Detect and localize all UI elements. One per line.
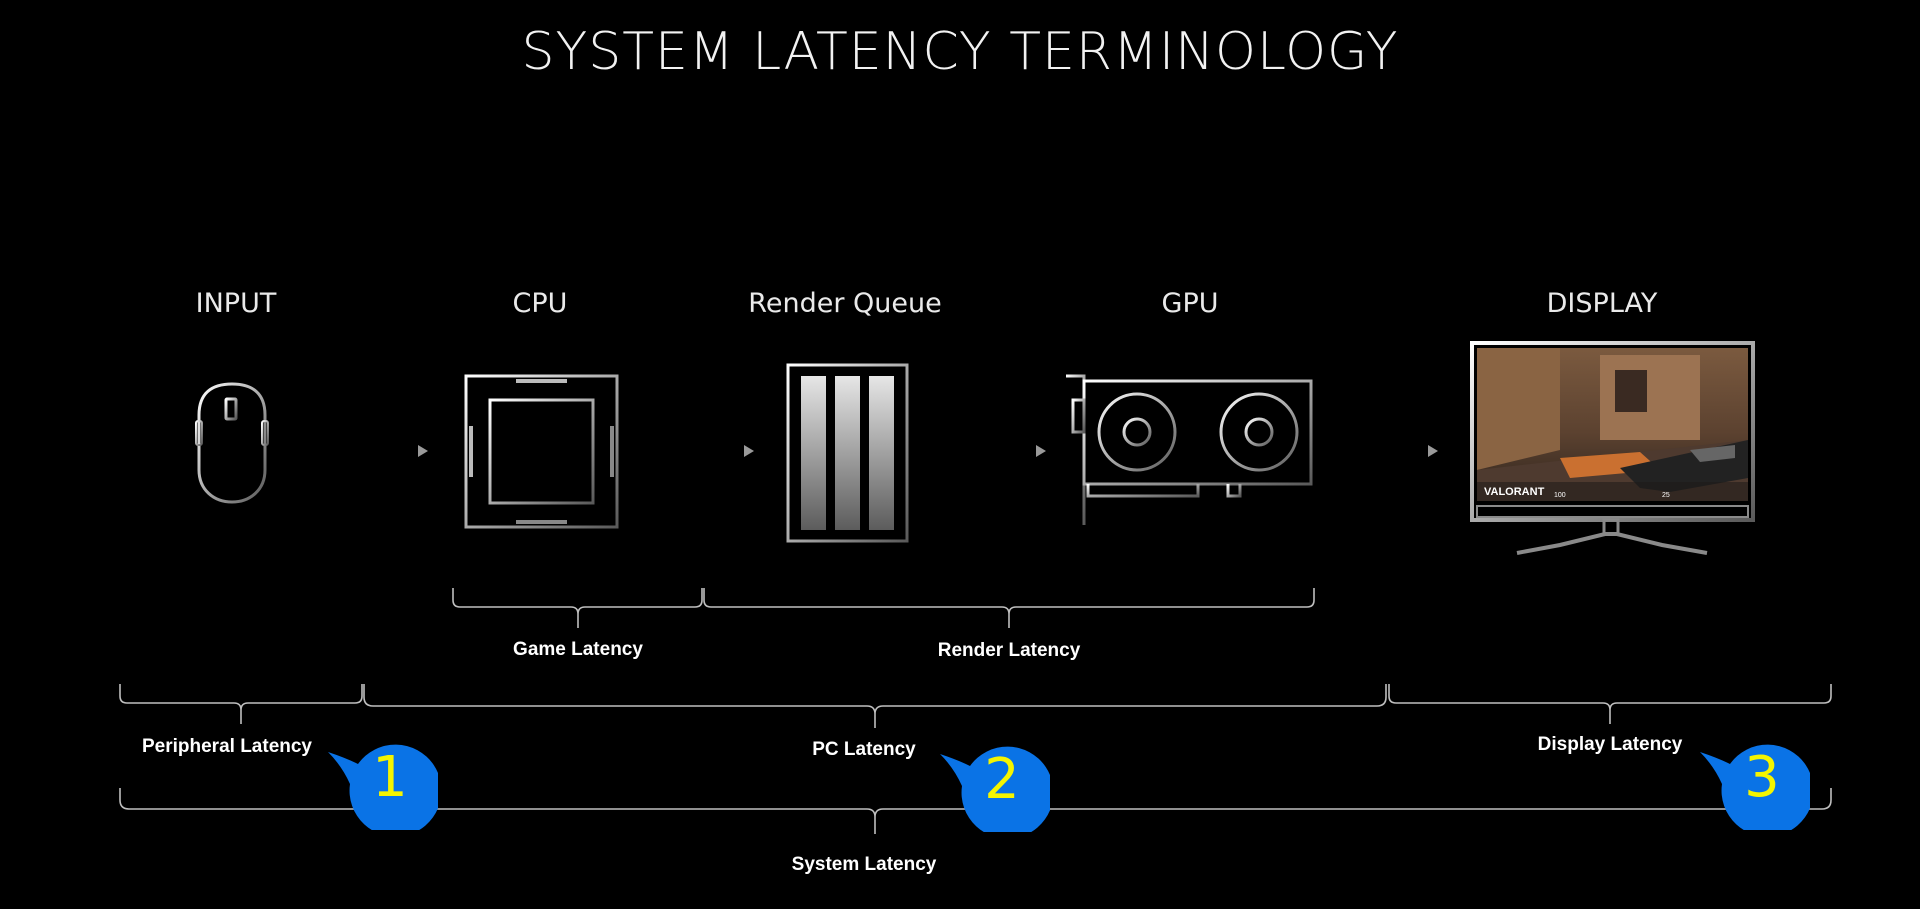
bracket-display-latency (1388, 684, 1832, 724)
pc-latency-label: PC Latency (812, 739, 916, 760)
bracket-game-latency (452, 588, 703, 628)
bracket-render-latency (703, 588, 1315, 628)
gpu-icon (1066, 374, 1313, 525)
badge-1: 1 (328, 720, 438, 830)
arrow-gpu-display (1334, 445, 1438, 457)
page-title: SYSTEM LATENCY TERMINOLOGY (521, 22, 1399, 82)
hud-health: 100 (1554, 492, 1566, 499)
badge-3-number: 3 (1744, 745, 1780, 810)
badge-1-number: 1 (372, 745, 408, 810)
stage-label-display: DISPLAY (1546, 288, 1658, 319)
render-latency-label: Render Latency (937, 640, 1081, 661)
stage-label-input: INPUT (195, 288, 277, 319)
mouse-icon (195, 382, 269, 504)
game-screenshot: VALORANT 100 25 (1477, 348, 1748, 501)
stage-label-gpu: GPU (1161, 288, 1219, 319)
game-logo: VALORANT (1484, 486, 1545, 498)
badge-3: 3 (1700, 720, 1810, 830)
bracket-system-latency (119, 788, 1832, 834)
stage-label-cpu: CPU (512, 288, 568, 319)
badge-2-number: 2 (984, 747, 1020, 812)
badge-2: 2 (940, 722, 1050, 832)
hud-ammo: 25 (1662, 492, 1670, 499)
monitor-icon: VALORANT 100 25 (1470, 341, 1755, 555)
render-queue-icon (786, 363, 909, 543)
bracket-pc-latency (363, 684, 1387, 728)
bracket-peripheral-latency (119, 684, 363, 724)
arrow-render-queue-gpu (942, 445, 1046, 457)
display-latency-label: Display Latency (1537, 734, 1683, 755)
game-latency-label: Game Latency (513, 639, 643, 660)
cpu-icon (464, 374, 619, 529)
system-latency-label: System Latency (791, 854, 937, 875)
peripheral-latency-label: Peripheral Latency (141, 736, 313, 757)
stage-label-render-queue: Render Queue (748, 288, 942, 319)
arrow-input-cpu (322, 445, 428, 457)
arrow-cpu-render-queue (650, 445, 754, 457)
